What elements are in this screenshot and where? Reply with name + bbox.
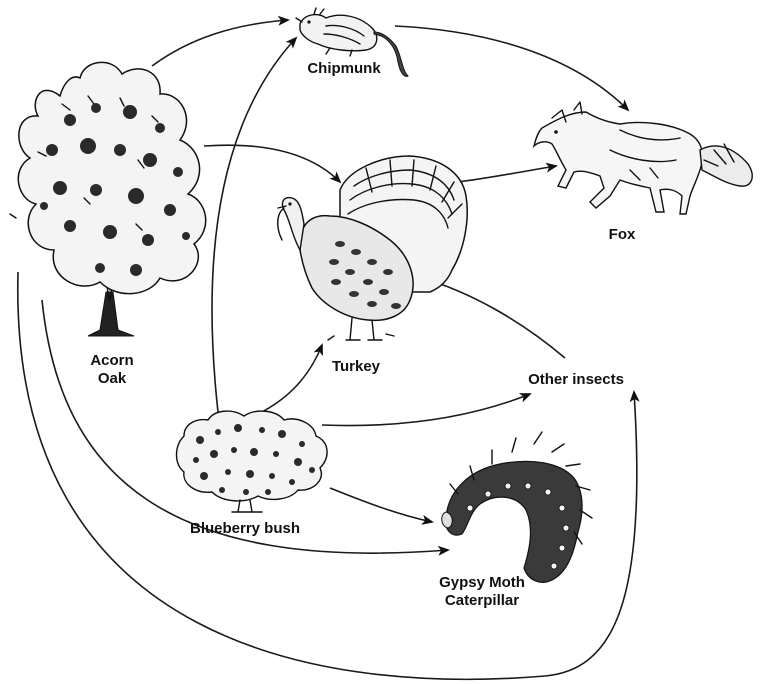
turkey-illustration: [278, 156, 468, 340]
arrow-oak-to-chipmunk: [152, 20, 288, 66]
arrow-turkey-to-fox: [458, 166, 556, 182]
node-label-gypsy-moth-caterpillar: Gypsy Moth Caterpillar: [412, 574, 552, 610]
fox-illustration: [534, 102, 752, 214]
arrow-other-insects-to-turkey: [422, 278, 565, 358]
gypsy-moth-caterpillar-illustration: [442, 432, 592, 582]
arrow-blueberry-to-other-insects: [322, 394, 530, 426]
node-label-blueberry-bush: Blueberry bush: [170, 520, 320, 538]
arrow-blueberry-to-turkey: [258, 345, 322, 414]
node-label-turkey: Turkey: [316, 358, 396, 376]
arrow-chipmunk-to-fox: [395, 26, 628, 110]
acorn-oak-illustration: [10, 62, 206, 336]
node-label-other-insects: Other insects: [506, 371, 646, 389]
arrow-blueberry-to-gypsy-moth: [330, 488, 432, 522]
arrow-blueberry-to-chipmunk: [212, 38, 296, 412]
node-label-chipmunk: Chipmunk: [294, 60, 394, 78]
node-label-acorn-oak: Acorn Oak: [72, 352, 152, 388]
node-label-fox: Fox: [592, 226, 652, 244]
arrow-oak-to-turkey: [204, 145, 340, 182]
blueberry-bush-illustration: [177, 411, 328, 512]
